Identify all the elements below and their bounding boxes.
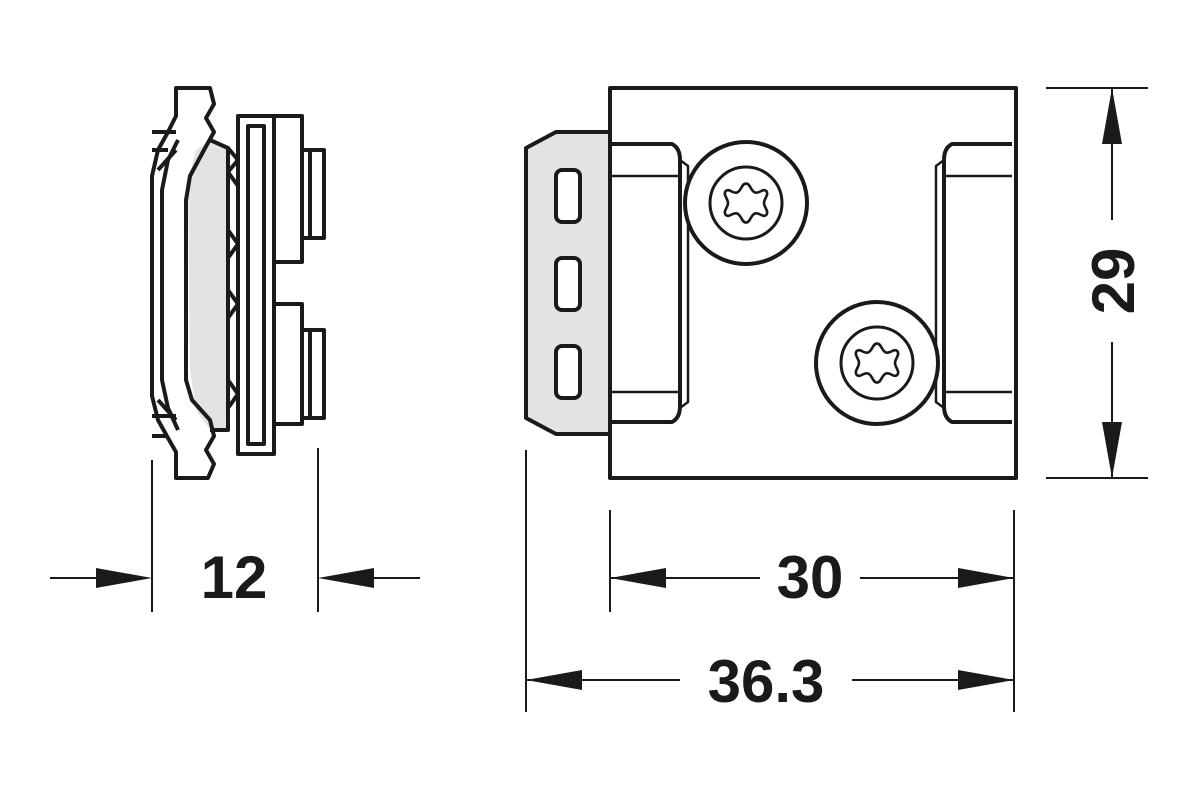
side-view-main-plate: [236, 114, 276, 456]
dimension-label-height: 29: [1080, 248, 1147, 315]
screw-bottom-rim: [839, 325, 915, 401]
side-view-screw-head-top: [300, 148, 326, 240]
side-view-cap-top: [274, 114, 304, 264]
side-view-main-plate-inner: [246, 124, 266, 446]
side-view: [150, 86, 326, 480]
side-view-shaded-part: [188, 140, 228, 430]
tab-slot-bottom: [554, 344, 582, 400]
front-view: [524, 86, 1018, 480]
side-view-plate-edge-bottom: [152, 398, 178, 438]
front-view-main-plate: [608, 86, 1018, 480]
dimension-overall-width: [525, 450, 1014, 712]
side-view-screw-head-bottom: [300, 328, 326, 420]
front-view-left-rail: [612, 142, 682, 424]
side-view-front-plate-inner: [160, 139, 180, 431]
dimension-height: [1046, 87, 1148, 479]
left-rail-side: [679, 159, 690, 409]
right-rail-edges: [944, 174, 1012, 394]
left-rail-edges: [612, 174, 680, 394]
side-view-front-plate: [150, 86, 216, 480]
side-view-cap-bottom: [274, 302, 304, 426]
tab-slot-top: [554, 168, 582, 224]
dimension-label-front-width: 30: [777, 544, 844, 611]
side-view-plate-edge-top: [152, 130, 178, 172]
dimension-side-width: [50, 448, 420, 612]
front-view-right-rail: [942, 142, 1012, 424]
dimension-label-overall-width: 36.3: [708, 648, 825, 715]
screw-top-head: [683, 140, 809, 266]
screw-bottom-head: [814, 300, 940, 426]
dimension-front-width: [609, 510, 1015, 712]
tab-slot-middle: [554, 256, 582, 312]
screw-top-rim: [708, 165, 784, 241]
side-view-wedge-outline: [209, 138, 230, 432]
right-rail-side: [934, 159, 945, 409]
dimension-label-side-width: 12: [201, 544, 268, 611]
